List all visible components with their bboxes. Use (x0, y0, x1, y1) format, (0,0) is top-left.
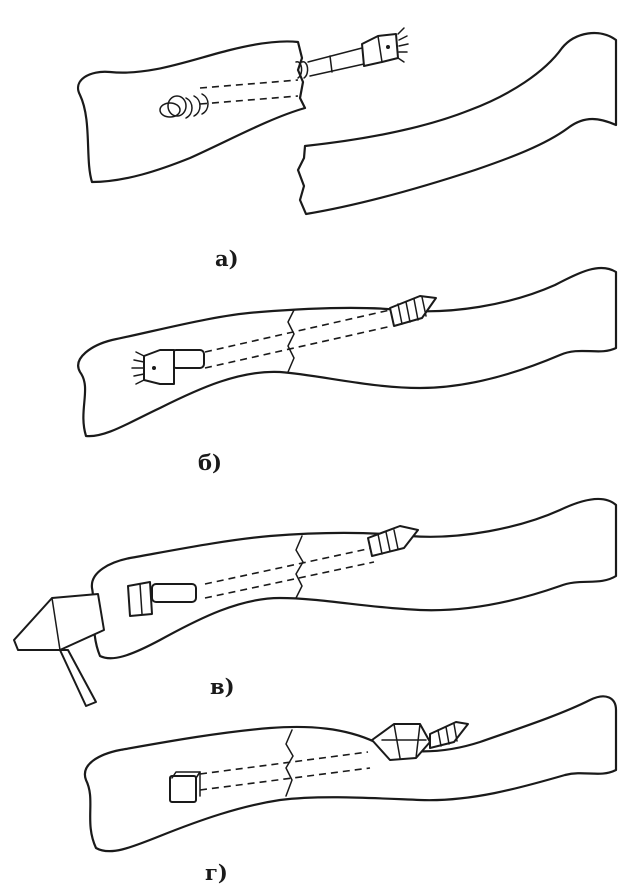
screw-head (170, 772, 200, 802)
panel-label-a: а) (215, 246, 239, 271)
screw-tip (430, 722, 468, 748)
fracture-line (296, 536, 303, 598)
screw-thread-marks (160, 94, 208, 118)
screw-head (128, 582, 196, 616)
screw-head-center (386, 45, 390, 49)
medullary-canal-line (205, 548, 372, 584)
medullary-canal-line (205, 562, 374, 598)
fracture-line (288, 310, 294, 372)
screw-head (132, 350, 204, 384)
medullary-canal-line (200, 752, 368, 774)
medullary-canal-line (205, 326, 392, 368)
screw-tip (368, 526, 418, 556)
panel-c: в) (14, 499, 616, 706)
screw-outside (296, 28, 408, 78)
panel-d: г) (85, 696, 616, 885)
medullary-canal-line (205, 310, 390, 352)
medullary-canal-line (200, 96, 298, 104)
screw-nut (372, 724, 430, 760)
bone-whole (85, 696, 616, 851)
hammer-icon (14, 594, 104, 706)
panel-label-b: б) (198, 450, 222, 475)
panel-label-d: г) (205, 860, 228, 885)
bone-fragment-right (298, 33, 616, 214)
panel-b: б) (78, 268, 616, 475)
panel-a: а) (78, 28, 616, 271)
panel-label-c: в) (210, 674, 235, 699)
bone-whole (92, 499, 616, 658)
medullary-canal-line (200, 80, 298, 88)
